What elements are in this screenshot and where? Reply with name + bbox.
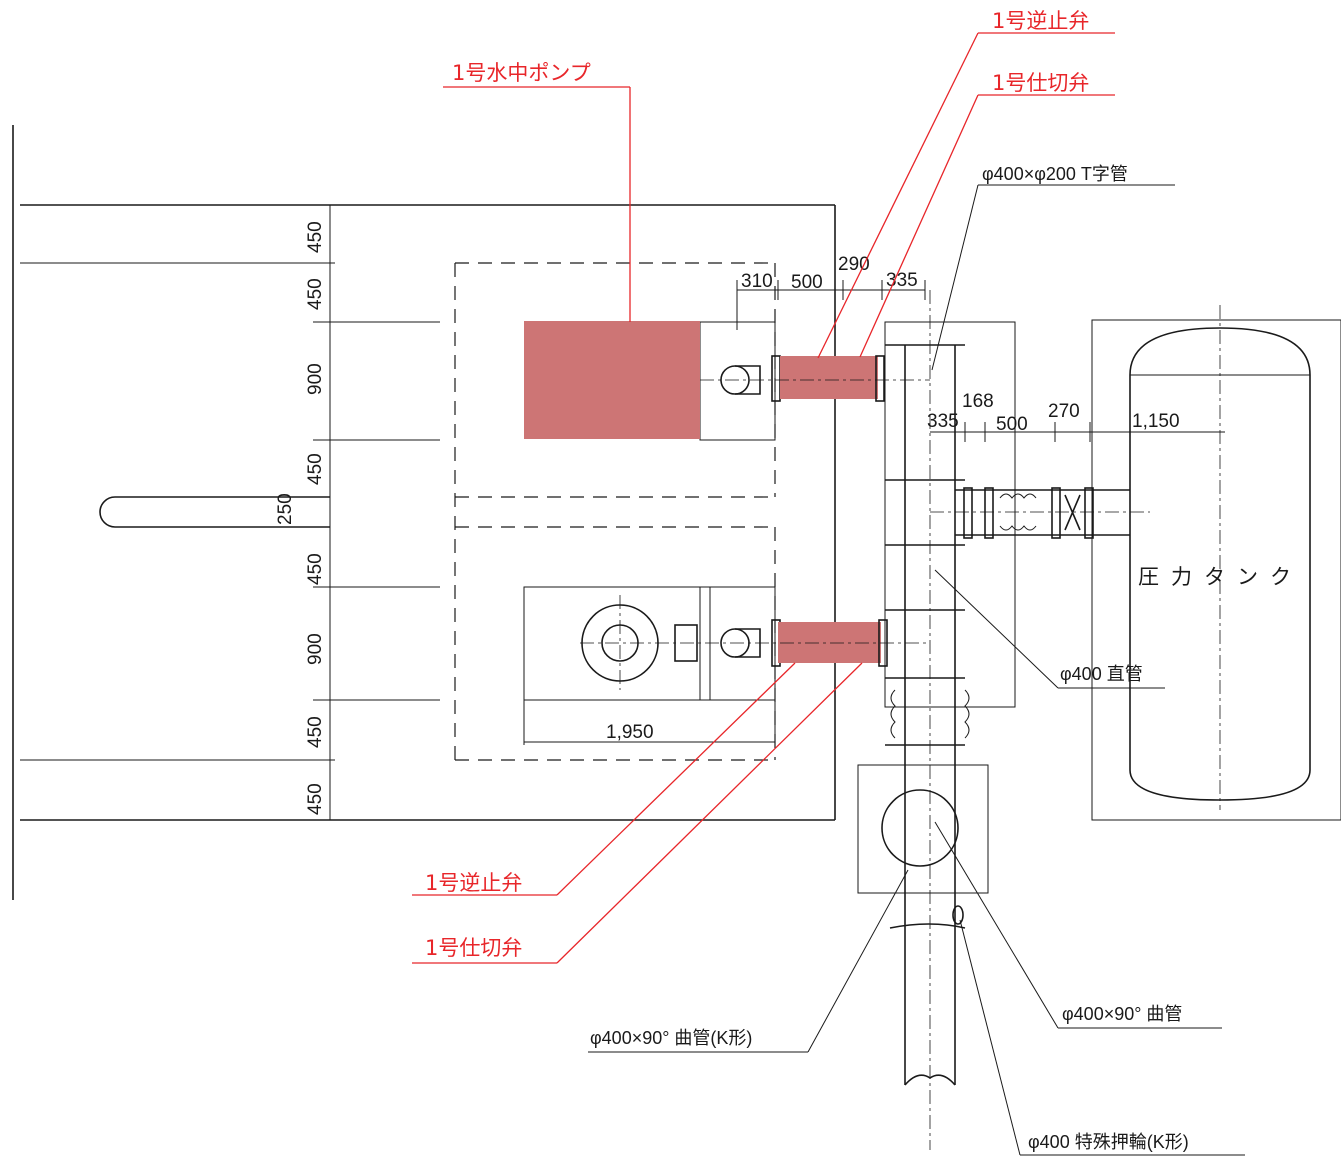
dim-1150: 1,150 bbox=[1132, 411, 1180, 432]
dim-450-a: 450 bbox=[305, 221, 326, 253]
black-annotations: φ400×φ200 T字管 φ400 直管 φ400×90° 曲管 φ400×9… bbox=[588, 164, 1245, 1156]
dim-270: 270 bbox=[1048, 401, 1080, 422]
dim-1950: 1,950 bbox=[606, 722, 654, 743]
pump-1-valve-highlight bbox=[780, 356, 878, 399]
dim-500-a: 500 bbox=[791, 272, 823, 293]
label-check-valve-top: 1号逆止弁 bbox=[992, 9, 1089, 33]
pressure-tank-label: 圧力タンク bbox=[1138, 565, 1303, 589]
header-pipe bbox=[857, 290, 1016, 1150]
pressure-tank: 圧力タンク bbox=[1091, 305, 1341, 821]
dim-250: 250 bbox=[275, 493, 296, 525]
pump-pit-structure bbox=[12, 125, 836, 900]
dim-290: 290 bbox=[838, 254, 870, 275]
dim-310: 310 bbox=[741, 271, 773, 292]
label-bend-90: φ400×90° 曲管 bbox=[1062, 1004, 1182, 1024]
dim-500-b: 500 bbox=[996, 414, 1028, 435]
dimension-lines bbox=[736, 280, 1225, 442]
label-straight-pipe: φ400 直管 bbox=[1060, 664, 1143, 684]
dim-450-f: 450 bbox=[305, 783, 326, 815]
dim-450-c: 450 bbox=[305, 453, 326, 485]
tank-branch-pipe bbox=[930, 487, 1150, 539]
red-annotations: 1号水中ポンプ 1号逆止弁 1号仕切弁 1号逆止弁 1号仕切弁 bbox=[412, 9, 1115, 964]
dim-450-d: 450 bbox=[305, 553, 326, 585]
dim-335-a: 335 bbox=[886, 270, 918, 291]
label-tee-pipe: φ400×φ200 T字管 bbox=[982, 164, 1128, 184]
pump-1-unit bbox=[524, 321, 930, 441]
label-check-valve-bottom: 1号逆止弁 bbox=[425, 871, 522, 895]
label-pump-1: 1号水中ポンプ bbox=[452, 61, 591, 85]
horizontal-dimensions: 310 500 290 335 335 168 500 270 1,150 1,… bbox=[606, 254, 1180, 743]
pump-2-valve-highlight bbox=[778, 622, 881, 663]
label-gate-valve-top: 1号仕切弁 bbox=[992, 71, 1089, 95]
dim-168: 168 bbox=[962, 391, 994, 412]
dim-900-b: 900 bbox=[305, 633, 326, 665]
label-bend-90-k: φ400×90° 曲管(K形) bbox=[590, 1028, 752, 1048]
dim-450-e: 450 bbox=[305, 716, 326, 748]
label-special-ring: φ400 特殊押輪(K形) bbox=[1028, 1132, 1189, 1152]
dim-335-b: 335 bbox=[927, 411, 959, 432]
pump-1-highlight bbox=[524, 321, 700, 439]
label-gate-valve-bottom: 1号仕切弁 bbox=[425, 936, 522, 960]
dim-900-a: 900 bbox=[305, 363, 326, 395]
vertical-dimensions: 450 450 900 450 250 450 900 450 450 bbox=[275, 221, 326, 815]
dim-450-b: 450 bbox=[305, 278, 326, 310]
pump-2-unit bbox=[523, 586, 930, 745]
